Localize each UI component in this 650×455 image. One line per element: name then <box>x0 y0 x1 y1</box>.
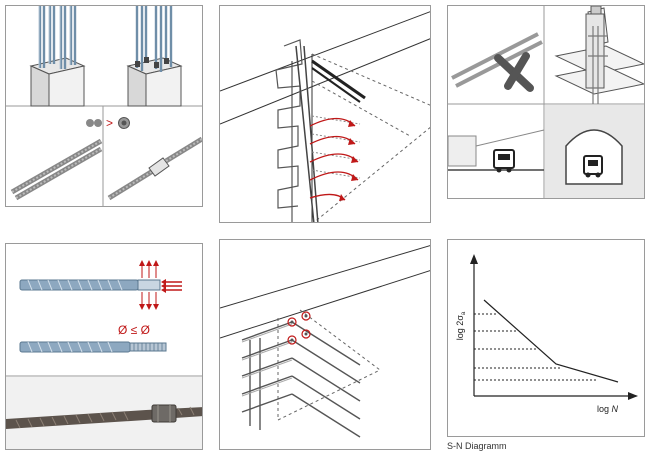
coupler-icon <box>107 136 202 201</box>
panel-anchors <box>219 239 431 450</box>
sn-diagram-chart: log 2σa log N <box>455 254 638 414</box>
lapped-bars-icon <box>10 138 103 201</box>
tower-icon <box>554 6 644 95</box>
panel-bar-diameter: Ø ≤ Ø <box>5 243 203 450</box>
anchor-bars <box>241 321 361 438</box>
arrow-icon <box>141 264 157 306</box>
column-splicing-illustration: > <box>6 6 202 206</box>
x-axis-variable: N <box>612 404 619 414</box>
panel-sn-diagram: log 2σa log N <box>447 239 645 437</box>
bar-diameter-illustration: Ø ≤ Ø <box>6 260 202 449</box>
sn-curve <box>483 299 619 383</box>
anchors-illustration <box>220 245 430 438</box>
svg-text:log 2σa: log 2σa <box>455 311 467 340</box>
panel-applications <box>447 5 645 199</box>
svg-text:log N: log N <box>597 404 619 414</box>
bend-arrow-icon <box>309 117 359 201</box>
panel-column-splicing: > <box>5 5 203 207</box>
x-axis-arrow-icon <box>628 392 638 400</box>
rebar-top-icon <box>19 279 161 291</box>
y-axis-label: log 2σ <box>455 315 465 341</box>
compare-symbol: > <box>106 116 113 130</box>
stress-levels <box>474 313 598 381</box>
coupled-bar-photo <box>6 377 202 449</box>
sn-diagram-caption: S-N Diagramm <box>447 441 507 451</box>
panel-wall-connection <box>219 5 431 223</box>
applications-illustration <box>448 6 644 198</box>
y-axis-arrow-icon <box>470 254 478 264</box>
truck-icon <box>448 129 545 173</box>
diameter-condition: Ø ≤ Ø <box>118 323 150 337</box>
rebar-threaded-icon <box>19 341 167 353</box>
column-coupled-icon <box>126 6 183 107</box>
crossed-rebars-icon <box>451 32 543 92</box>
column-lapped-icon <box>29 6 86 107</box>
tunnel-icon <box>545 105 644 198</box>
x-axis-label: log <box>597 404 612 414</box>
anchor-marker-icon <box>287 311 311 345</box>
wall-connection-illustration <box>220 11 430 222</box>
y-axis-subscript: a <box>461 311 467 315</box>
